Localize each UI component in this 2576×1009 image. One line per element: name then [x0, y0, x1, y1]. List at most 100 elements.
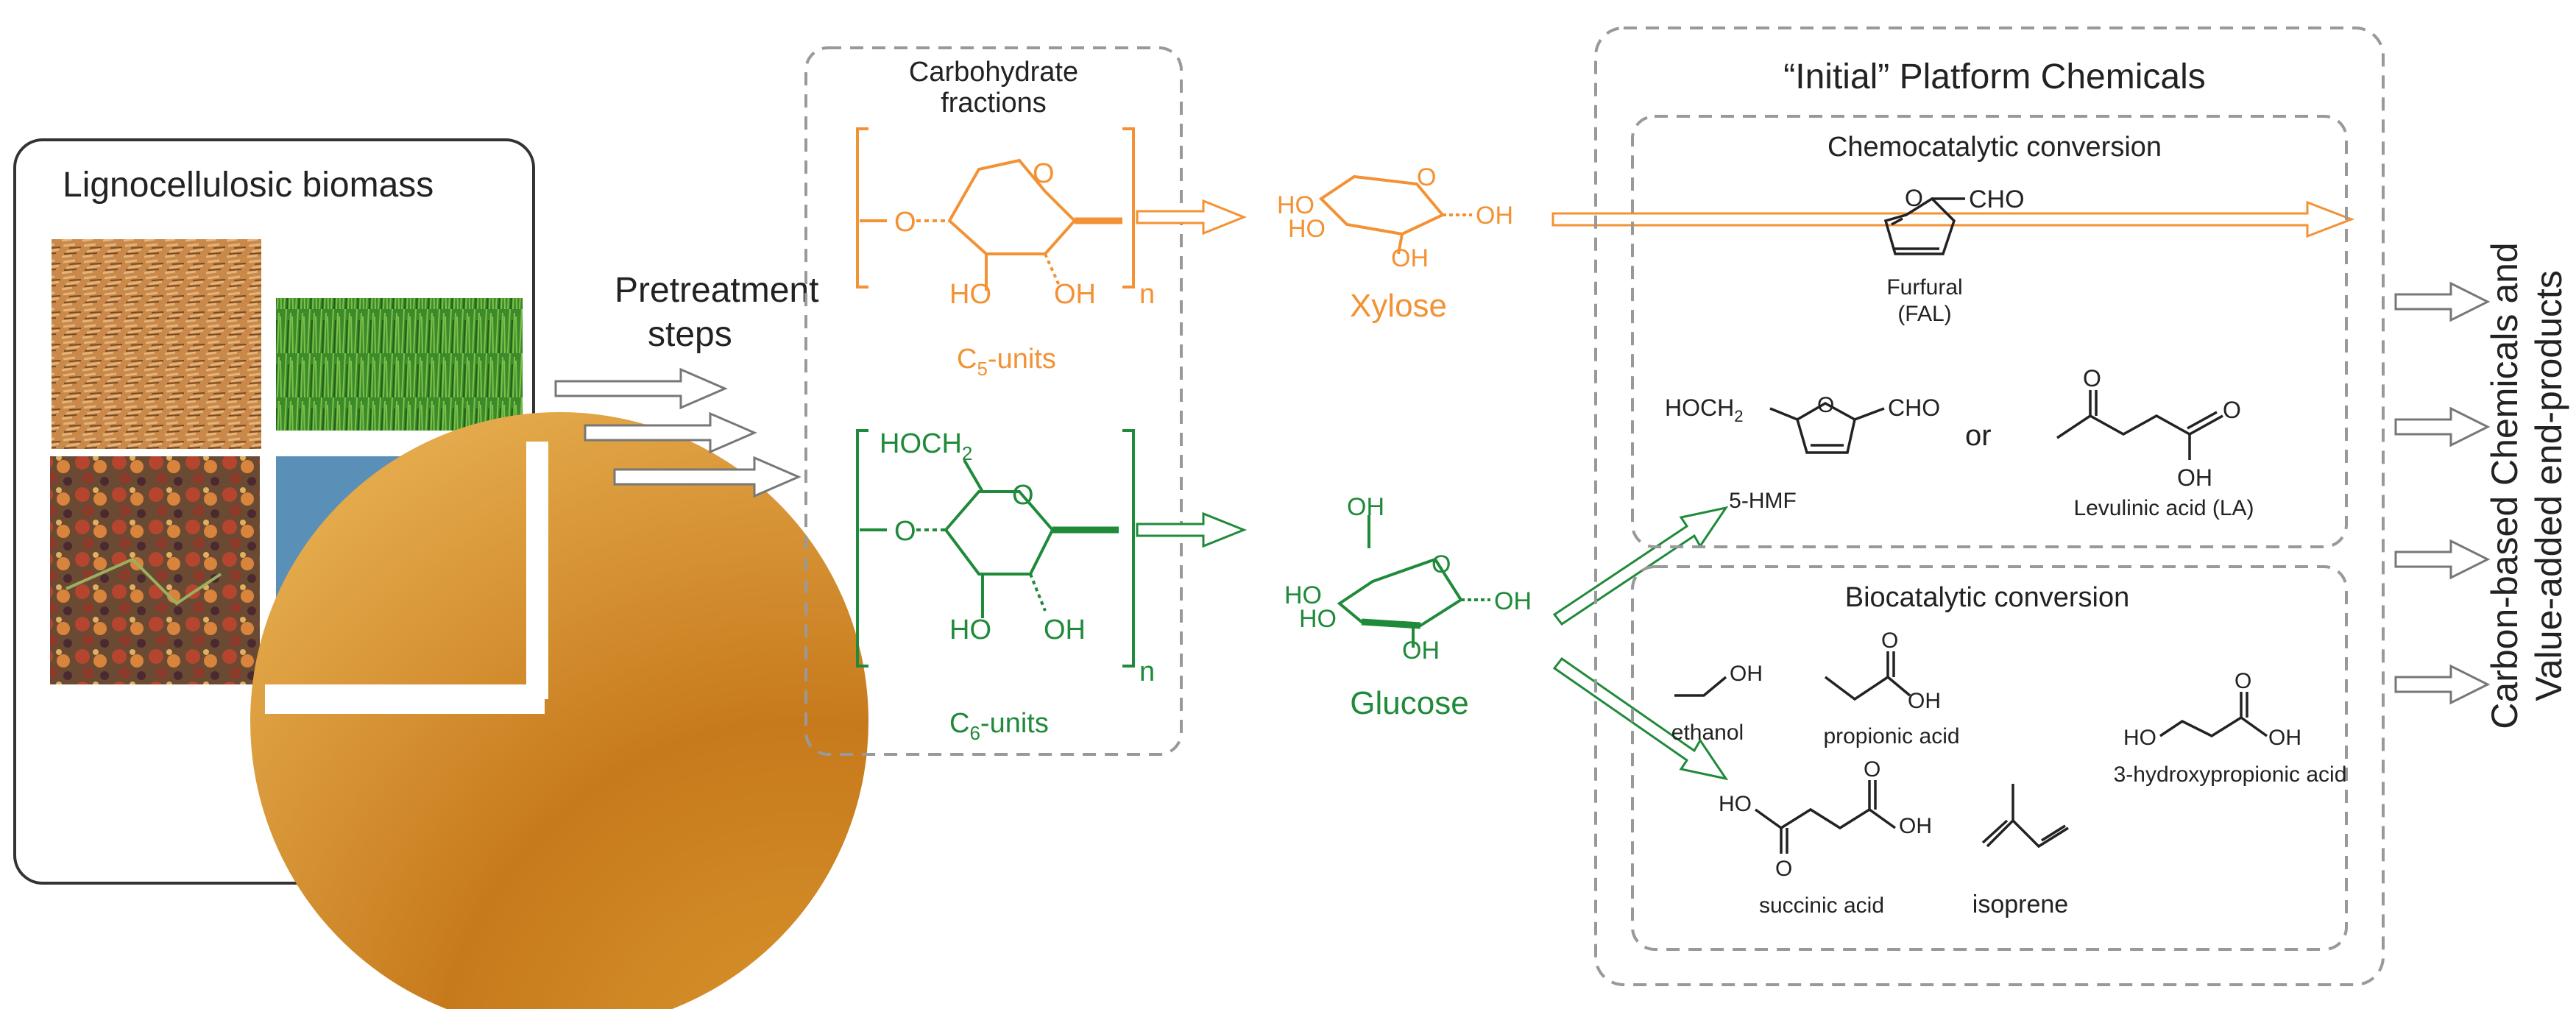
hp-name: 3-hydroxypropionic acid [2114, 762, 2347, 787]
furfural-abbr: (FAL) [1897, 302, 1951, 326]
propionic-name: propionic acid [1823, 724, 1959, 748]
carbohydrate-title-line1: Carbohydrate [909, 57, 1078, 88]
food-waste-photo [50, 456, 260, 684]
xylose-ho2: HO [1288, 215, 1326, 243]
biocatalytic-box [1631, 565, 2348, 951]
chemocatalytic-title: Chemocatalytic conversion [1827, 132, 2162, 163]
succinic-oxygen-1: O [1775, 857, 1792, 881]
c5-polymer-structure [856, 127, 1135, 291]
c5-to-xylose-arrow [1136, 199, 1248, 236]
glucose-oh-right: OH [1494, 587, 1532, 615]
c6-ho-label: HO [949, 615, 991, 645]
c5-chain-oxygen: O [894, 207, 916, 238]
c5-units-label: C5-units [957, 344, 1056, 380]
isoprene-name: isoprene [1972, 891, 2068, 918]
xylose-ring-oxygen: O [1417, 163, 1436, 191]
propionic-oh: OH [1908, 689, 1941, 713]
pretreatment-arrow-2 [584, 411, 757, 454]
glucose-oh-bottom: OH [1402, 637, 1440, 665]
glucose-oh-top: OH [1347, 493, 1384, 521]
carbohydrate-panel: Carbohydrate fractions O O HO OH n C5-un… [804, 46, 1183, 756]
platform-title: “Initial” Platform Chemicals [1783, 57, 2205, 96]
platform-box [1594, 26, 2385, 986]
glucose-structure: OH HO HO O OH OH Glucose [1284, 493, 1532, 721]
wood-chips-photo [52, 239, 261, 449]
furfural-cho: CHO [1969, 185, 2025, 213]
xylose-structure: HO HO O OH OH Xylose [1277, 163, 1513, 324]
hay-bale-photo [250, 412, 868, 1009]
biomass-panel: Lignocellulosic biomass [13, 138, 868, 1009]
output-arrow-3 [2394, 539, 2491, 580]
ethanol-name: ethanol [1671, 721, 1744, 745]
output-arrow-2 [2394, 406, 2491, 447]
la-acid-oxygen: O [2223, 397, 2241, 423]
isoprene-structure: isoprene [1972, 784, 2069, 918]
xylose-ho1: HO [1277, 191, 1314, 219]
glucose-to-chemo-arrow [1552, 506, 1729, 626]
output-arrow-4 [2394, 664, 2491, 705]
glucose-ho2: HO [1299, 605, 1337, 633]
succinic-oxygen-2: O [1864, 757, 1880, 782]
biomass-title: Lignocellulosic biomass [63, 166, 434, 205]
hmf-cho: CHO [1888, 394, 1940, 421]
pretreatment-label-line1: Pretreatment [615, 271, 818, 310]
hp-oxygen: O [2234, 669, 2251, 693]
c6-subscript-n: n [1139, 656, 1155, 687]
output-label: Carbon-based Chemicals and Value-added e… [2484, 242, 2569, 729]
pretreatment-label-line2: steps [648, 315, 732, 354]
chemocatalytic-box [1631, 115, 2348, 548]
hp-oh: OH [2268, 726, 2301, 750]
platform-panel: “Initial” Platform Chemicals Chemocataly… [1594, 26, 2385, 986]
la-oh: OH [2177, 464, 2212, 491]
furfural-name: Furfural [1886, 275, 1962, 300]
c6-polymer-structure [856, 429, 1135, 668]
pretreatment-arrow-1 [554, 367, 728, 410]
output-arrows [2394, 281, 2491, 705]
c6-hoch2-label: HOCH2 [880, 428, 972, 464]
or-text: or [1965, 419, 1992, 452]
hmf-ring-oxygen: O [1817, 393, 1834, 417]
carbohydrate-box [804, 46, 1183, 756]
hp-ho: HO [2123, 726, 2156, 750]
grass-photo [276, 239, 523, 431]
c6-chain-oxygen: O [894, 516, 916, 547]
xylose-oh-right: OH [1476, 202, 1513, 230]
c6-units-label: C6-units [949, 708, 1049, 744]
c5-ho-label: HO [949, 279, 991, 310]
ethanol-structure: OH ethanol [1671, 662, 1763, 745]
glucose-ho1: HO [1284, 581, 1322, 609]
hmf-name: 5-HMF [1729, 489, 1797, 513]
la-ketone-oxygen: O [2083, 365, 2101, 392]
biocatalytic-title: Biocatalytic conversion [1845, 582, 2130, 613]
la-name: Levulinic acid (LA) [2073, 496, 2254, 520]
hmf-hoch2: HOCH2 [1665, 394, 1743, 425]
c5-subscript-n: n [1139, 279, 1155, 310]
c6-ring-oxygen: O [1012, 480, 1034, 511]
carbohydrate-title-line2: fractions [941, 88, 1047, 118]
c6-oh-label: OH [1044, 615, 1086, 645]
succinic-oh: OH [1899, 814, 1932, 838]
output-arrow-1 [2394, 281, 2491, 322]
pretreatment-arrow-3 [613, 456, 802, 498]
levulinic-acid-structure: O O OH Levulinic acid (LA) [2056, 365, 2254, 520]
xylose-name: Xylose [1350, 288, 1447, 324]
succinic-acid-structure: HO OH O O succinic acid [1719, 757, 1932, 918]
glucose-ring-oxygen: O [1432, 550, 1451, 578]
c5-ring-oxygen: O [1033, 158, 1055, 189]
furfural-ring-oxygen: O [1905, 185, 1923, 211]
succinic-ho: HO [1719, 792, 1752, 816]
pretreatment-section: Pretreatment steps [554, 271, 818, 498]
hydroxypropionic-acid-structure: HO O OH 3-hydroxypropionic acid [2114, 669, 2347, 787]
output-label-line2: Value-added end-products [2528, 270, 2569, 701]
hmf-structure: HOCH2 O CHO 5-HMF [1665, 393, 1940, 513]
succinic-name: succinic acid [1759, 893, 1884, 918]
xylose-oh-bottom: OH [1391, 244, 1429, 272]
c6-to-glucose-arrow [1136, 511, 1248, 548]
glucose-name: Glucose [1350, 685, 1468, 721]
furfural-structure: O CHO Furfural (FAL) [1883, 185, 2025, 326]
propionic-acid-structure: O OH propionic acid [1823, 629, 1959, 748]
ethanol-oh: OH [1730, 662, 1763, 686]
c5-oh-label: OH [1054, 279, 1096, 310]
output-label-line1: Carbon-based Chemicals and [2484, 242, 2525, 729]
